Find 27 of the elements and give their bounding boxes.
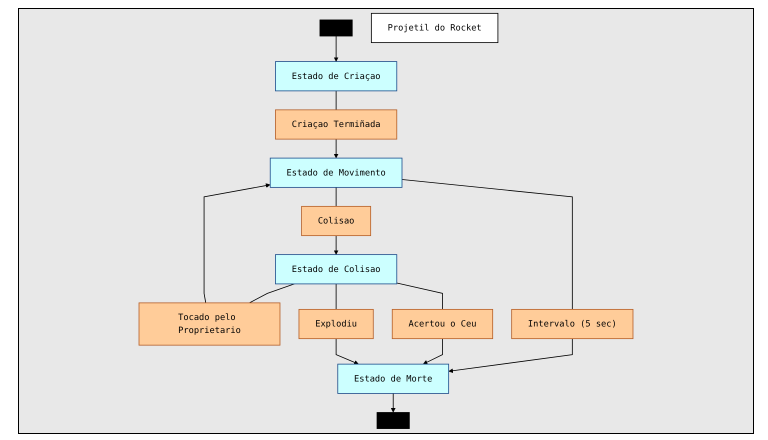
arrow <box>334 36 338 62</box>
node-box: Estado de Colisao <box>275 254 398 284</box>
node-box: Criaçao Termiñada <box>275 109 398 140</box>
connector <box>336 186 337 207</box>
node-box: Acertou o Ceu <box>392 308 494 340</box>
arrow <box>204 183 270 304</box>
node-box: Intervalo (5 sec) <box>511 308 634 340</box>
connector <box>249 283 295 304</box>
node-box: Explodiu <box>298 308 374 340</box>
node-box: Estado de Morte <box>337 364 450 394</box>
arrow <box>448 338 573 374</box>
arrow <box>334 235 338 255</box>
arrow <box>422 338 443 364</box>
node-box <box>320 20 353 36</box>
arrow <box>334 138 338 158</box>
node-box: Projetil do Rocket <box>370 12 498 44</box>
connector <box>396 282 443 310</box>
connector <box>336 283 337 310</box>
arrow <box>390 393 396 413</box>
node-box: Estado de Movimento <box>270 158 402 188</box>
arrow <box>336 338 359 365</box>
node-box: Colisao <box>301 206 372 236</box>
node-box: Tocado pelo Proprietario <box>138 302 280 346</box>
connector <box>402 179 573 310</box>
connector <box>336 90 337 110</box>
node-box: Estado de Criaçao <box>275 61 398 92</box>
node-box <box>376 412 410 429</box>
